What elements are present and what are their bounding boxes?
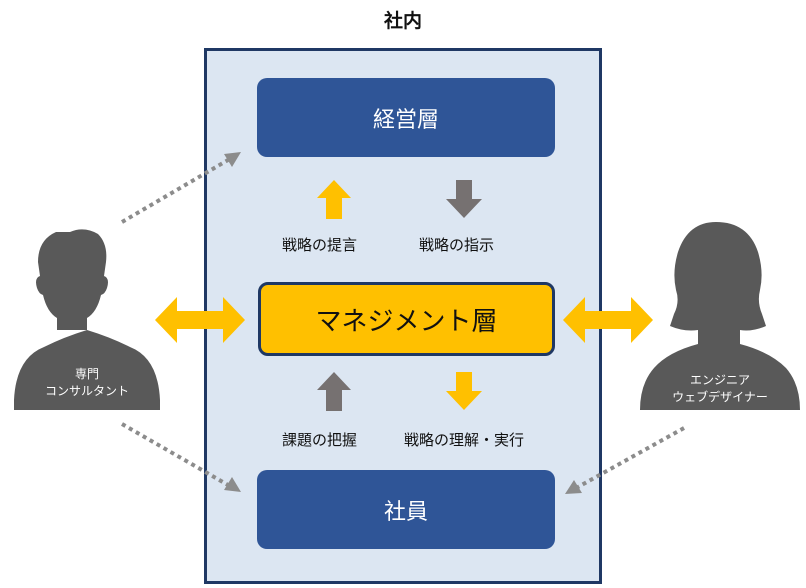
executive-box: 経営層 xyxy=(257,78,555,157)
engineer-label: エンジニア ウェブデザイナー xyxy=(640,372,800,406)
management-box: マネジメント層 xyxy=(258,282,555,356)
label-direct-strategy: 戦略の指示 xyxy=(419,236,495,254)
staff-box: 社員 xyxy=(257,470,555,549)
engineer-to-staff-dotted-line xyxy=(577,426,685,489)
up-arrow-propose-icon xyxy=(317,180,351,219)
consultant-person-icon xyxy=(14,229,160,410)
label-grasp-issues: 課題の把握 xyxy=(282,431,358,449)
down-arrow-direct-icon xyxy=(446,180,482,218)
right-double-arrow-icon xyxy=(563,297,653,343)
left-double-arrow-icon xyxy=(155,297,245,343)
up-arrow-grasp-icon xyxy=(317,372,351,411)
dotted-arrowhead-exec xyxy=(224,152,241,167)
dotted-arrowhead-staff-left xyxy=(224,477,241,492)
engineer-person-icon xyxy=(640,222,800,410)
consultant-label-line1: 専門 xyxy=(74,367,99,381)
engineer-label-line1: エンジニア xyxy=(689,373,750,387)
engineer-label-line2: ウェブデザイナー xyxy=(672,390,768,404)
consultant-to-exec-dotted-line xyxy=(120,158,230,224)
label-understand-execute: 戦略の理解・実行 xyxy=(404,431,525,449)
dotted-arrowhead-staff-right xyxy=(565,480,582,494)
consultant-to-staff-dotted-line xyxy=(121,422,229,487)
label-propose-strategy: 戦略の提言 xyxy=(282,236,358,254)
down-arrow-execute-icon xyxy=(446,372,482,410)
consultant-label-line2: コンサルタント xyxy=(44,384,129,398)
company-title: 社内 xyxy=(383,10,422,32)
consultant-label: 専門 コンサルタント xyxy=(14,366,160,400)
